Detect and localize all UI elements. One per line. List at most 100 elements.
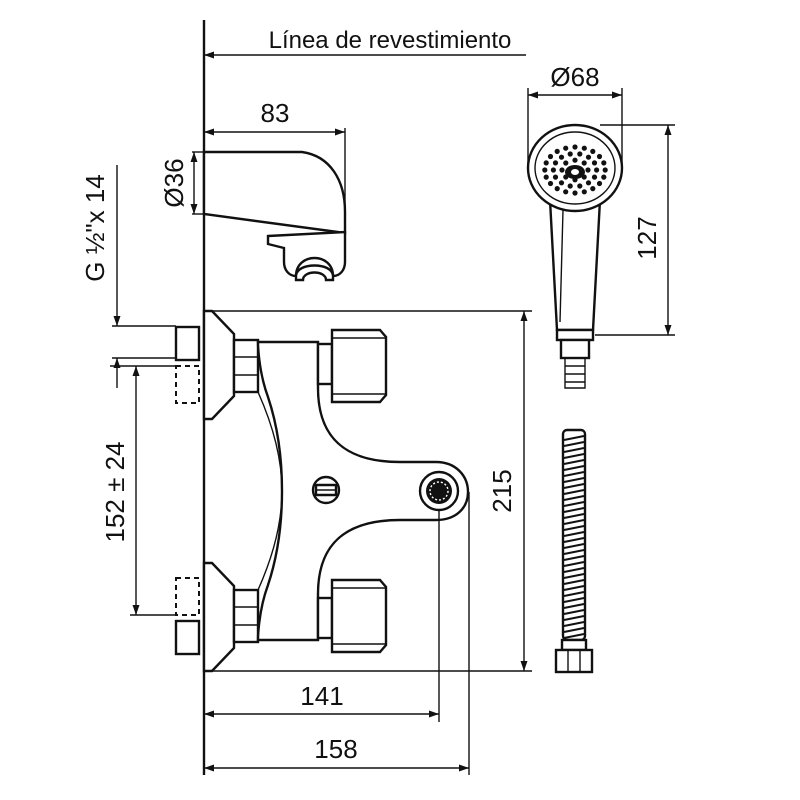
hose-coil	[563, 555, 585, 561]
hose-coil	[563, 573, 585, 579]
nozzle	[591, 174, 598, 180]
nozzle	[594, 167, 600, 173]
hose-coil	[563, 519, 585, 525]
hose-coil	[563, 501, 585, 507]
nozzle	[563, 189, 569, 195]
hose-coil	[563, 603, 585, 609]
dim-68-label: Ø68	[550, 62, 599, 92]
flange-top	[202, 309, 236, 421]
nozzle	[581, 145, 587, 151]
hose-coil	[563, 489, 585, 495]
nozzle	[572, 190, 578, 196]
nozzle	[550, 167, 557, 173]
hose-start	[564, 358, 586, 389]
nut-top	[232, 338, 260, 394]
shower-connector	[559, 338, 591, 360]
inlet-top	[174, 325, 201, 362]
hose-coil	[563, 531, 585, 537]
hose-coils	[563, 435, 585, 639]
nozzle	[596, 180, 603, 187]
hose-coil	[563, 477, 585, 483]
nozzle	[601, 174, 607, 180]
dim-127-label: 127	[632, 216, 662, 259]
nozzle	[547, 153, 554, 160]
hose-coil	[563, 609, 585, 615]
nozzle	[563, 160, 569, 166]
hose-coil	[563, 561, 585, 567]
nozzle	[554, 186, 560, 192]
nozzle	[585, 167, 591, 173]
body-curve	[257, 391, 283, 591]
hose-coil	[563, 441, 585, 447]
nozzle	[590, 148, 596, 154]
dim-158-label: 158	[314, 734, 357, 764]
hose-ferrule	[560, 638, 588, 652]
nozzle	[552, 160, 559, 166]
dim-215-label: 215	[487, 469, 517, 512]
dim-141-label: 141	[300, 681, 343, 711]
thread-label: G ½"x 14	[80, 174, 110, 282]
shower-collar	[555, 328, 595, 342]
nozzle	[563, 145, 569, 151]
hose-coil	[563, 435, 585, 441]
shower-hose	[554, 428, 594, 674]
dim-152-label: 152 ± 24	[100, 441, 130, 542]
hose-coil	[563, 453, 585, 459]
nozzle	[585, 180, 592, 186]
shower-nozzles	[542, 144, 608, 196]
hose-coil	[563, 579, 585, 585]
hose-coil	[563, 585, 585, 591]
hose-coil	[563, 543, 585, 549]
hose-coil	[563, 567, 585, 573]
hose-coil	[563, 537, 585, 543]
title-label: Línea de revestimiento	[269, 27, 512, 54]
hose-coil	[563, 507, 585, 513]
nozzle	[567, 151, 573, 157]
hose-coil	[563, 591, 585, 597]
nozzle	[558, 180, 565, 186]
nozzle	[581, 160, 587, 166]
nozzle	[558, 154, 565, 160]
hose-coil	[563, 627, 585, 633]
hose-coil	[563, 513, 585, 519]
nut-bottom	[232, 588, 260, 644]
nozzle	[572, 157, 578, 163]
handle-bottom-stem	[316, 596, 334, 640]
outlet-connection	[418, 470, 460, 512]
inlet-bottom-alt	[175, 577, 200, 616]
nozzle	[602, 167, 608, 173]
nozzle	[542, 167, 548, 173]
nozzle	[543, 160, 549, 166]
nozzle	[567, 183, 573, 189]
dim-83-label: 83	[261, 98, 290, 128]
hose-nut	[554, 648, 594, 674]
nozzle	[547, 180, 554, 187]
flange-bottom	[202, 561, 236, 673]
hose-coil	[563, 621, 585, 627]
hose-coil	[563, 459, 585, 465]
nozzle	[572, 144, 578, 150]
hose-coil	[563, 615, 585, 621]
handle-bottom	[330, 578, 388, 654]
hose-coil	[563, 471, 585, 477]
shower-handle	[548, 198, 602, 332]
handle-top	[330, 328, 388, 404]
hose-coil	[563, 597, 585, 603]
nozzle	[552, 174, 559, 180]
hose-coil	[563, 483, 585, 489]
nozzle	[577, 151, 583, 157]
dim-36-label: Ø36	[159, 158, 189, 207]
handle-top-stem	[316, 342, 334, 386]
nozzle	[590, 186, 596, 192]
nozzle	[543, 174, 549, 180]
nozzle	[591, 160, 598, 166]
hose-coil	[563, 495, 585, 501]
hose-coil	[563, 525, 585, 531]
hand-shower	[526, 123, 624, 389]
nozzle	[577, 183, 583, 189]
diverter-knob	[311, 475, 341, 505]
hose-coil	[563, 465, 585, 471]
nozzle	[554, 148, 560, 154]
